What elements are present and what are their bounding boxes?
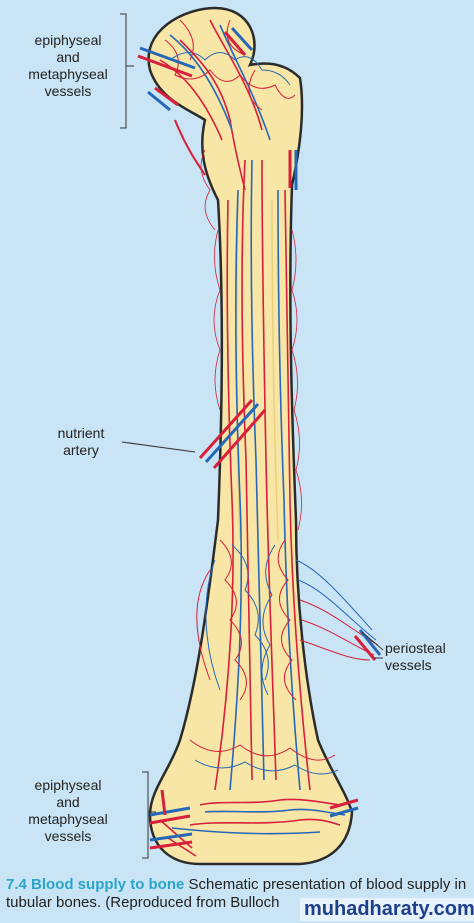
figure-number: 7.4 — [6, 876, 27, 893]
watermark: muhadharaty.com — [300, 898, 474, 921]
bone-blood-supply-diagram — [120, 6, 384, 866]
label-periosteal-vessels: periosteal vessels — [385, 640, 446, 673]
label-epiphyseal-bottom: epiphyseal and metaphyseal vessels — [28, 777, 108, 844]
periosteal-vessel-entry — [353, 629, 382, 661]
cortical-capillaries — [200, 149, 302, 531]
label-epiphyseal-top: epiphyseal and metaphyseal vessels — [28, 32, 108, 99]
figure-caption: 7.4 Blood supply to bone Schematic prese… — [6, 876, 474, 912]
leader-nutrient — [121, 441, 196, 453]
epiphyseal-vessels-top-entry — [137, 26, 298, 190]
figure-title: Blood supply to bone — [31, 876, 185, 893]
leader-periosteal — [361, 631, 384, 659]
metaphyseal-plexus-middle — [189, 539, 339, 775]
label-nutrient-artery: nutrient artery — [57, 425, 105, 458]
label-leaders — [120, 13, 384, 859]
bracket-bottom — [142, 771, 156, 859]
caption-text: Schematic presentation of blood supply i… — [6, 876, 467, 911]
arterial-network — [159, 19, 341, 857]
nutrient-artery-entry — [198, 398, 267, 469]
epiphyseal-vessels-bottom-entry — [149, 789, 359, 850]
bracket-top — [120, 13, 134, 129]
femur-bone — [147, 6, 354, 866]
